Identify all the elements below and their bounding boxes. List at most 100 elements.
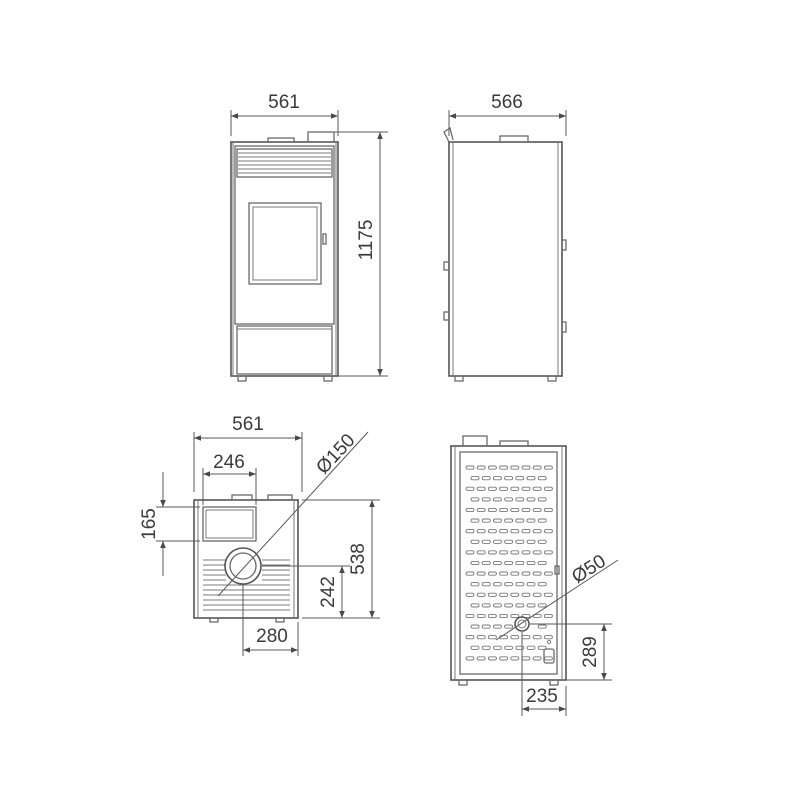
dim-front-width: 561 [230, 92, 339, 136]
vent-slot [481, 624, 491, 629]
vent-slot [470, 645, 480, 650]
rear-view [450, 435, 567, 686]
vent-slot [504, 645, 514, 650]
vent-slot [492, 539, 502, 544]
dim-label-side-depth: 566 [491, 92, 523, 113]
vent-slot [504, 582, 514, 587]
vent-slot [515, 582, 525, 587]
vent-slot [481, 645, 491, 650]
vent-slot [465, 571, 475, 576]
vent-slot [504, 560, 514, 566]
vent-slot [481, 518, 491, 523]
vent-slot [515, 645, 525, 650]
vent-slot [543, 592, 553, 597]
dim-label-top-width: 561 [232, 414, 264, 435]
dim-top-width: 561 [193, 414, 303, 492]
vent-slot [470, 603, 480, 608]
vent-slot [470, 624, 480, 629]
vent-slot [510, 550, 520, 555]
vent-slot [543, 635, 553, 640]
vent-slot [515, 539, 525, 544]
vent-slot [510, 635, 520, 640]
vent-slot [521, 571, 531, 576]
vent-slot [510, 613, 520, 619]
vent-slot [487, 550, 497, 555]
vent-slot [499, 486, 509, 491]
dim-label-rear-flue-offset-x: 235 [526, 686, 558, 707]
vent-slot [465, 550, 475, 555]
vent-slot [515, 518, 525, 523]
dim-label-opening-depth: 165 [139, 508, 160, 540]
vent-slot [481, 476, 491, 481]
vent-slot [476, 592, 486, 597]
vent-slot [532, 486, 542, 491]
vent-slot [476, 486, 486, 491]
dim-label-top-flue-offset-x: 280 [256, 626, 288, 647]
vent-slot [487, 635, 497, 640]
vent-slot [510, 507, 520, 513]
vent-slot [487, 571, 497, 576]
vent-slot [504, 476, 514, 481]
vent-slot [465, 656, 475, 661]
vent-slot [504, 497, 514, 502]
vent-slot [543, 613, 553, 619]
dim-height: 1175 [334, 131, 388, 377]
vent-slot [532, 592, 542, 597]
dim-top-flue-offset-y: 242 [262, 565, 350, 619]
vent-slot [543, 465, 553, 470]
vent-slot [504, 603, 514, 608]
vent-slot [526, 539, 536, 544]
vent-slot [487, 592, 497, 597]
vent-slot [476, 571, 486, 576]
vent-slot [470, 560, 480, 566]
vent-slot [476, 635, 486, 640]
vent-slot [487, 465, 497, 470]
dim-rear-flue-height: 289 [530, 623, 612, 681]
vent-slot [465, 529, 475, 534]
vent-slot [492, 603, 502, 608]
vent-slot [543, 550, 553, 555]
vent-slot [504, 518, 514, 523]
vent-slot [526, 518, 536, 523]
vent-slot [499, 550, 509, 555]
vent-slot [515, 497, 525, 502]
vent-slot [492, 518, 502, 523]
vent-slot [510, 465, 520, 470]
vent-slot [476, 465, 486, 470]
vent-slot [510, 529, 520, 534]
vent-slot [526, 582, 536, 587]
dim-label-height: 1175 [356, 220, 377, 261]
vent-slot [526, 645, 536, 650]
vent-slot [481, 560, 491, 566]
vent-slot [465, 465, 475, 470]
vent-slot [532, 571, 542, 576]
vent-slot [521, 592, 531, 597]
vent-slot [537, 539, 547, 544]
vent-slot [481, 582, 491, 587]
vent-slot [470, 582, 480, 587]
vent-slot [526, 603, 536, 608]
vent-slot [499, 529, 509, 534]
vent-slot [532, 635, 542, 640]
vent-slot [470, 476, 480, 481]
vent-slot [465, 486, 475, 491]
vent-slot [476, 507, 486, 513]
vent-slot [499, 656, 509, 661]
vent-slot [515, 560, 525, 566]
dim-top-flue-offset-x: 280 [242, 584, 299, 656]
vent-slot [492, 645, 502, 650]
vent-slot [526, 560, 536, 566]
vent-slot [521, 550, 531, 555]
vent-slot [470, 497, 480, 502]
vent-slot [532, 550, 542, 555]
vent-slot [504, 624, 514, 629]
vent-slot [492, 582, 502, 587]
vent-slot [470, 539, 480, 544]
vent-slot [510, 571, 520, 576]
vent-slot [532, 656, 542, 661]
vent-slot [537, 497, 547, 502]
vent-slot [532, 507, 542, 513]
vent-slot [476, 656, 486, 661]
vent-slot [487, 507, 497, 513]
